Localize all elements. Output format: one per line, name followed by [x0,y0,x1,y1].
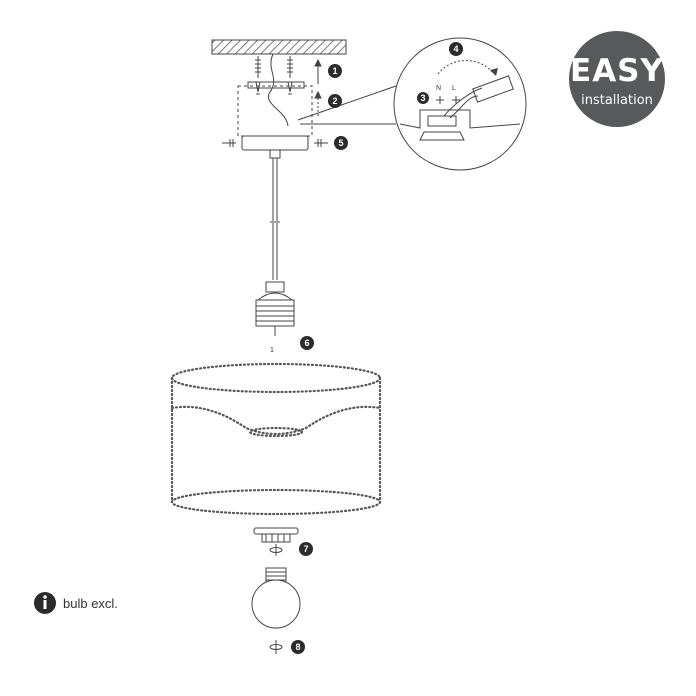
rotate-icon-bulb [269,640,283,654]
ceiling [211,39,347,55]
rotate-icon-ring [269,544,283,556]
svg-text:2: 2 [332,96,337,106]
svg-text:6: 6 [304,338,309,348]
step-marker-6: 6 [300,336,314,350]
step-marker-8: 8 [291,640,305,654]
shade-ring [253,527,299,543]
up-arrows [314,58,322,116]
step-marker-4: 4 [449,42,463,56]
step-marker-3: 3 [417,92,429,104]
badge-subtitle: installation [581,93,653,108]
bulb-note: bulb excl. [34,592,118,614]
step-marker-2: 2 [328,94,342,108]
step-marker-7: 7 [299,542,313,556]
wire-label-live: L [452,85,456,92]
socket-label: 1 [270,347,274,354]
wiring-detail: N L [393,37,527,171]
light-bulb [251,567,301,629]
lamp-socket [255,281,295,336]
easy-installation-badge: EASY installation [569,31,665,127]
svg-text:7: 7 [303,544,308,554]
svg-text:8: 8 [295,642,300,652]
step-marker-1: 1 [328,64,342,78]
badge-title: EASY [570,53,664,89]
svg-text:3: 3 [420,93,425,103]
detail-leaders [297,85,397,125]
mounting-bracket [237,81,313,137]
svg-text:1: 1 [332,66,337,76]
ceiling-wire [267,53,289,127]
step-marker-5: 5 [334,136,348,150]
lamp-shade [170,362,382,516]
svg-text:5: 5 [338,138,343,148]
pendant-cord [270,158,280,280]
bulb-note-text: bulb excl. [63,596,118,611]
wire-label-neutral: N [436,85,441,92]
svg-text:4: 4 [453,44,458,54]
info-icon [34,592,56,614]
canopy [241,135,309,159]
canopy-screws [222,139,328,147]
